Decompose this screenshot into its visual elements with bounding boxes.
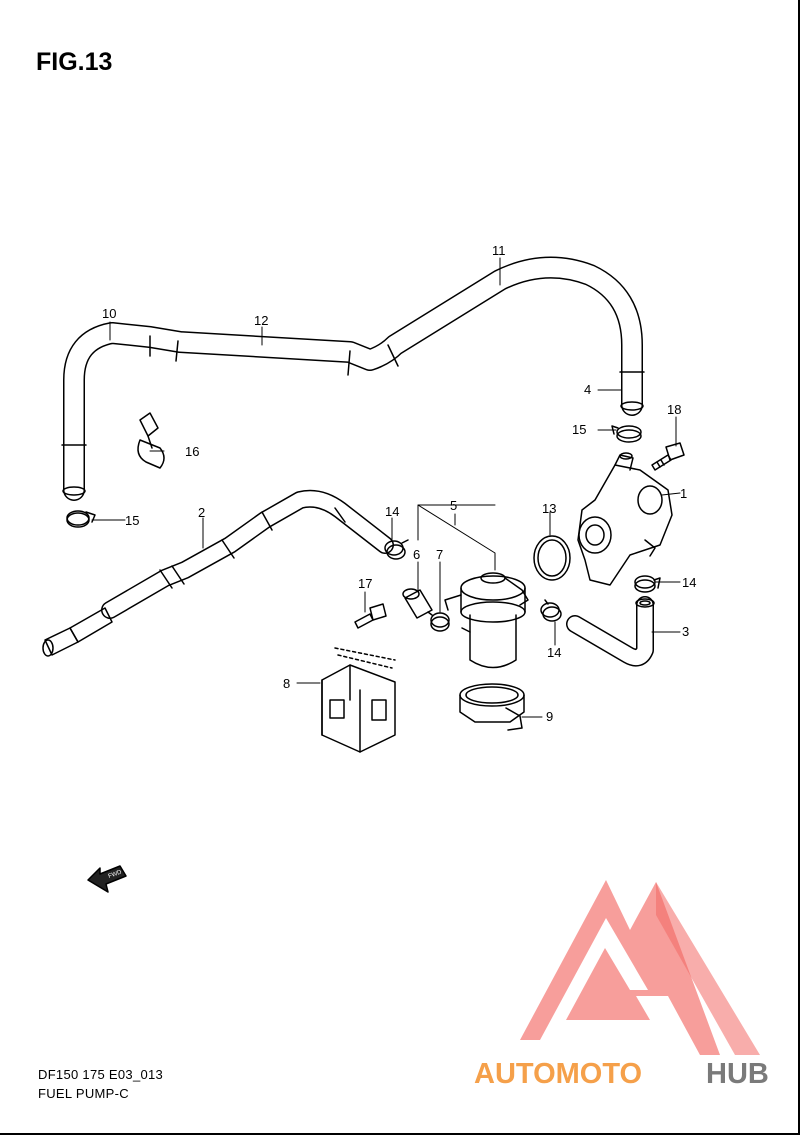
callout-12: 12 [254, 313, 268, 328]
callout-9: 9 [546, 709, 553, 724]
watermark-logo [520, 880, 760, 1055]
callout-4: 4 [584, 382, 591, 397]
callout-18: 18 [667, 402, 681, 417]
hose-clip-16 [137, 412, 165, 469]
fwd-arrow-label: FWD [108, 869, 124, 880]
bolt-17 [354, 603, 387, 629]
drawing-name: FUEL PUMP-C [38, 1086, 129, 1101]
callout-14-left: 14 [385, 504, 399, 519]
o-ring-13 [533, 535, 571, 581]
watermark-brand-left: AUTOMOTO [474, 1058, 642, 1090]
upper-fuel-hose [61, 256, 645, 501]
hose-clamp-7 [427, 611, 450, 632]
callout-15-right: 15 [572, 422, 586, 437]
hose-clamp-15-left [66, 510, 96, 528]
hose-clamp-14-right [634, 575, 661, 593]
sleeve-6 [402, 588, 433, 619]
callout-13: 13 [542, 501, 556, 516]
hose-3 [566, 596, 655, 667]
fuel-filter-5 [444, 572, 529, 669]
callout-5: 5 [450, 498, 457, 513]
callout-15-left: 15 [125, 513, 139, 528]
watermark-brand-right: HUB [706, 1058, 769, 1090]
hose-2 [42, 489, 394, 657]
callout-8: 8 [283, 676, 290, 691]
callout-11: 11 [492, 243, 506, 258]
hose-clamp-15-right [611, 425, 642, 443]
callout-16: 16 [185, 444, 199, 459]
hose-clamp-14-left [384, 539, 409, 560]
callout-10: 10 [102, 306, 116, 321]
callout-14-right: 14 [682, 575, 696, 590]
callout-3: 3 [682, 624, 689, 639]
fuel-pump-1 [577, 452, 673, 586]
callout-7: 7 [436, 547, 443, 562]
callout-17: 17 [358, 576, 372, 591]
leader-lines [91, 257, 681, 718]
callout-1: 1 [680, 486, 687, 501]
bracket-8 [321, 647, 396, 753]
callout-2: 2 [198, 505, 205, 520]
drawing-code: DF150 175 E03_013 [38, 1067, 164, 1082]
bolt-18 [651, 442, 685, 471]
callout-6: 6 [413, 547, 420, 562]
filter-strap-9 [459, 683, 525, 731]
figure-title: FIG.13 [36, 48, 113, 76]
fwd-arrow [87, 865, 127, 893]
callout-14-filter: 14 [547, 645, 561, 660]
hose-clamp-14-filter [540, 599, 562, 622]
